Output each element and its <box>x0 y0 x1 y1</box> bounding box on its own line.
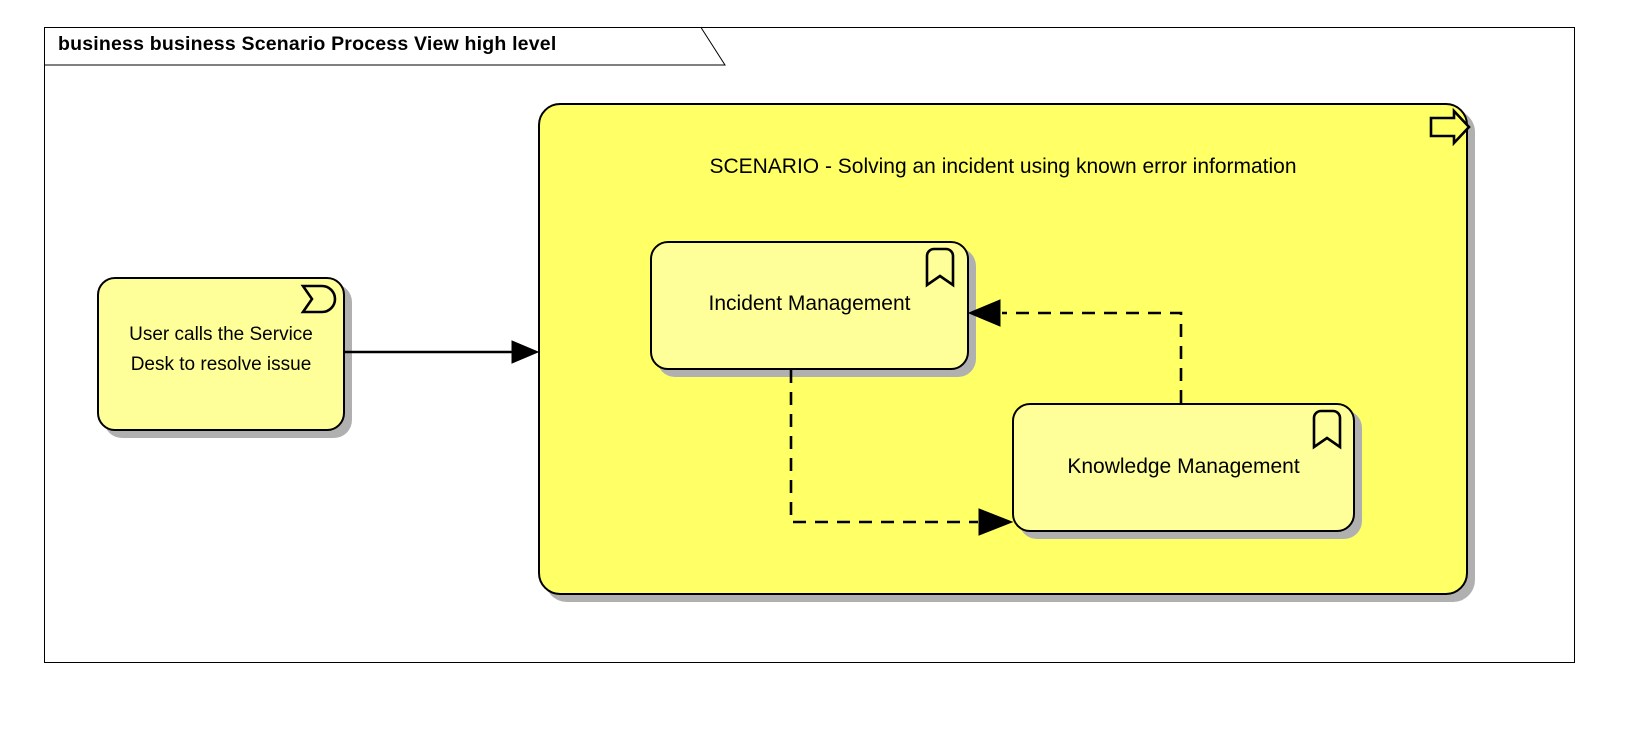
event-label-line-2: Desk to resolve issue <box>130 354 312 375</box>
business-function-bookmark-icon <box>1312 409 1342 450</box>
node-knowledge-management-label: Knowledge Management <box>1067 455 1300 478</box>
event-label-line-1: User calls the Service <box>129 324 313 345</box>
node-user-calls-service-desk-label: User calls the Service Desk to resolve i… <box>97 320 345 380</box>
business-process-arrow-icon <box>1429 107 1471 147</box>
node-incident-management[interactable] <box>650 241 969 370</box>
node-knowledge-management[interactable] <box>1012 403 1355 532</box>
page-title: business business Scenario Process View … <box>58 33 557 55</box>
node-incident-management-label: Incident Management <box>708 292 911 315</box>
business-function-bookmark-icon <box>925 247 955 288</box>
scenario-label: SCENARIO - Solving an incident using kno… <box>709 155 1297 178</box>
frame-title-tab <box>44 27 726 66</box>
business-event-icon <box>300 284 337 314</box>
node-user-calls-service-desk[interactable] <box>97 277 345 431</box>
